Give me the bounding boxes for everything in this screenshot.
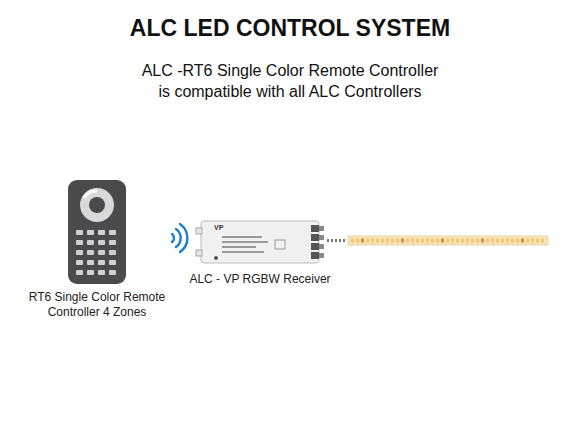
receiver-print — [222, 236, 285, 253]
led-chip — [436, 239, 439, 243]
led-chip — [446, 239, 449, 243]
remote-button — [87, 250, 94, 255]
led-chip — [501, 239, 504, 243]
device-marking: VP — [214, 223, 223, 232]
terminal-screw — [319, 244, 324, 249]
wire-dash — [331, 239, 333, 242]
node-label: RT6 Single Color Remote Controller 4 Zon… — [22, 290, 172, 320]
led-chip — [386, 239, 389, 243]
led-chip — [496, 239, 499, 243]
remote-button — [109, 240, 116, 245]
led-chip — [486, 239, 489, 243]
led-chip — [531, 239, 534, 243]
terminal — [311, 243, 319, 250]
remote-body — [68, 180, 126, 284]
wire-dash — [343, 239, 345, 242]
wire — [327, 239, 345, 242]
remote-button — [109, 230, 116, 235]
led-chip — [466, 239, 469, 243]
led-chip — [441, 239, 444, 243]
terminal — [311, 252, 319, 259]
led-chip — [356, 239, 359, 243]
led-chip — [401, 239, 404, 243]
led-chip — [491, 239, 494, 243]
remote-button — [87, 270, 94, 275]
led-chip — [366, 239, 369, 243]
terminal-screw — [319, 226, 324, 231]
led-chips — [351, 239, 544, 243]
led-chip — [426, 239, 429, 243]
led-chip — [451, 239, 454, 243]
receiver-tab — [196, 228, 202, 234]
remote-button — [98, 250, 105, 255]
title: ALC LED CONTROL SYSTEM — [0, 14, 580, 42]
terminal-screw — [319, 253, 324, 258]
led-chip — [396, 239, 399, 243]
remote-button — [87, 260, 94, 265]
led-chip — [376, 239, 379, 243]
led-chip — [481, 239, 484, 243]
receiver-button — [214, 256, 218, 260]
led-chip — [536, 239, 539, 243]
remote-button — [76, 250, 83, 255]
remote-button — [76, 230, 83, 235]
led-chip — [506, 239, 509, 243]
remote-button — [109, 250, 116, 255]
remote-wheel-shine — [84, 191, 97, 198]
remote-button — [98, 230, 105, 235]
led-chip — [416, 239, 419, 243]
remote-button — [109, 260, 116, 265]
remote-wheel — [80, 188, 114, 222]
subtitle: ALC -RT6 Single Color Remote Controller … — [140, 60, 440, 102]
led-strip — [348, 236, 548, 245]
wire-dash — [335, 239, 337, 242]
remote-button — [98, 240, 105, 245]
led-chip — [471, 239, 474, 243]
receiver-tab — [196, 250, 202, 256]
wire-dash — [327, 239, 329, 242]
terminal — [311, 234, 319, 241]
led-chip — [461, 239, 464, 243]
terminal — [311, 225, 319, 232]
led-chip — [516, 239, 519, 243]
remote-buttons — [76, 230, 116, 275]
remote-button — [98, 270, 105, 275]
remote-button — [76, 240, 83, 245]
led-chip — [541, 239, 544, 243]
remote-button — [98, 260, 105, 265]
led-chip — [521, 239, 524, 243]
remote-button — [87, 240, 94, 245]
node-label: ALC - VP RGBW Receiver — [175, 272, 345, 287]
led-chip — [526, 239, 529, 243]
remote-node: RT6 Single Color Remote Controller 4 Zon… — [22, 290, 172, 320]
led-chip — [371, 239, 374, 243]
terminal-screw — [319, 235, 324, 240]
led-chip — [476, 239, 479, 243]
led-chip — [406, 239, 409, 243]
remote-button — [87, 230, 94, 235]
receiver-node: ALC - VP RGBW Receiver — [175, 272, 345, 287]
remote-button — [76, 270, 83, 275]
led-chip — [381, 239, 384, 243]
led-chip — [351, 239, 354, 243]
remote-button — [109, 270, 116, 275]
led-chip — [361, 239, 364, 243]
receiver-terminals — [311, 225, 324, 259]
led-chip — [511, 239, 514, 243]
wire-dash — [339, 239, 341, 242]
led-chip — [456, 239, 459, 243]
receiver-housing — [201, 221, 319, 263]
led-chip — [391, 239, 394, 243]
led-chip — [431, 239, 434, 243]
remote-button — [76, 260, 83, 265]
remote-wheel-center — [89, 197, 105, 213]
led-chip — [421, 239, 424, 243]
led-chip — [411, 239, 414, 243]
wireless-symbol — [172, 224, 187, 252]
